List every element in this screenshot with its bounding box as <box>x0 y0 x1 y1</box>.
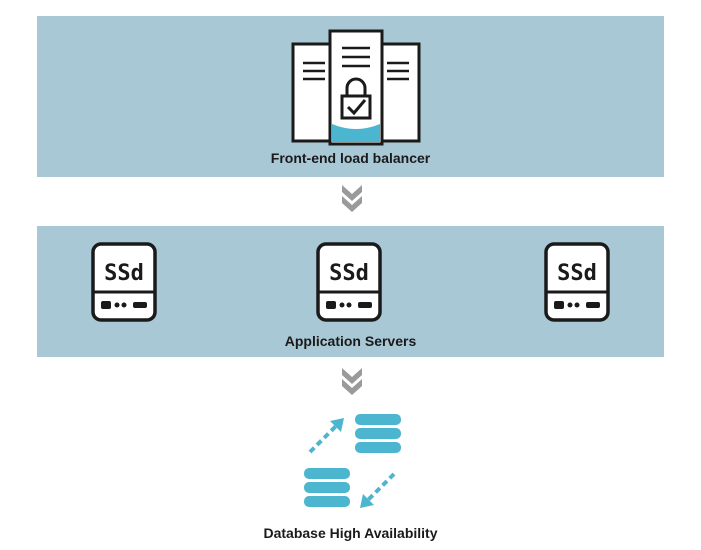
ssd-server-icon: SSd <box>91 242 157 322</box>
frontend-label: Front-end load balancer <box>270 150 431 166</box>
database-replica-icon <box>304 468 350 507</box>
database-primary-icon <box>355 414 401 453</box>
ssd-server-icon: SSd <box>316 242 382 322</box>
chevron-down-arrow-icon <box>342 185 362 212</box>
chevron-down-arrow-icon <box>342 368 362 395</box>
database-replication-icon <box>304 414 401 508</box>
server-badge: SSd <box>557 261 597 286</box>
replication-arrow-up-icon <box>308 418 344 454</box>
server-badge: SSd <box>329 261 369 286</box>
load-balancer-lock-icon <box>291 29 421 146</box>
server-badge: SSd <box>104 261 144 286</box>
replication-arrow-down-icon <box>360 472 396 508</box>
database-label: Database High Availability <box>263 525 438 541</box>
ssd-server-icon: SSd <box>544 242 610 322</box>
application-servers-label: Application Servers <box>284 333 417 349</box>
